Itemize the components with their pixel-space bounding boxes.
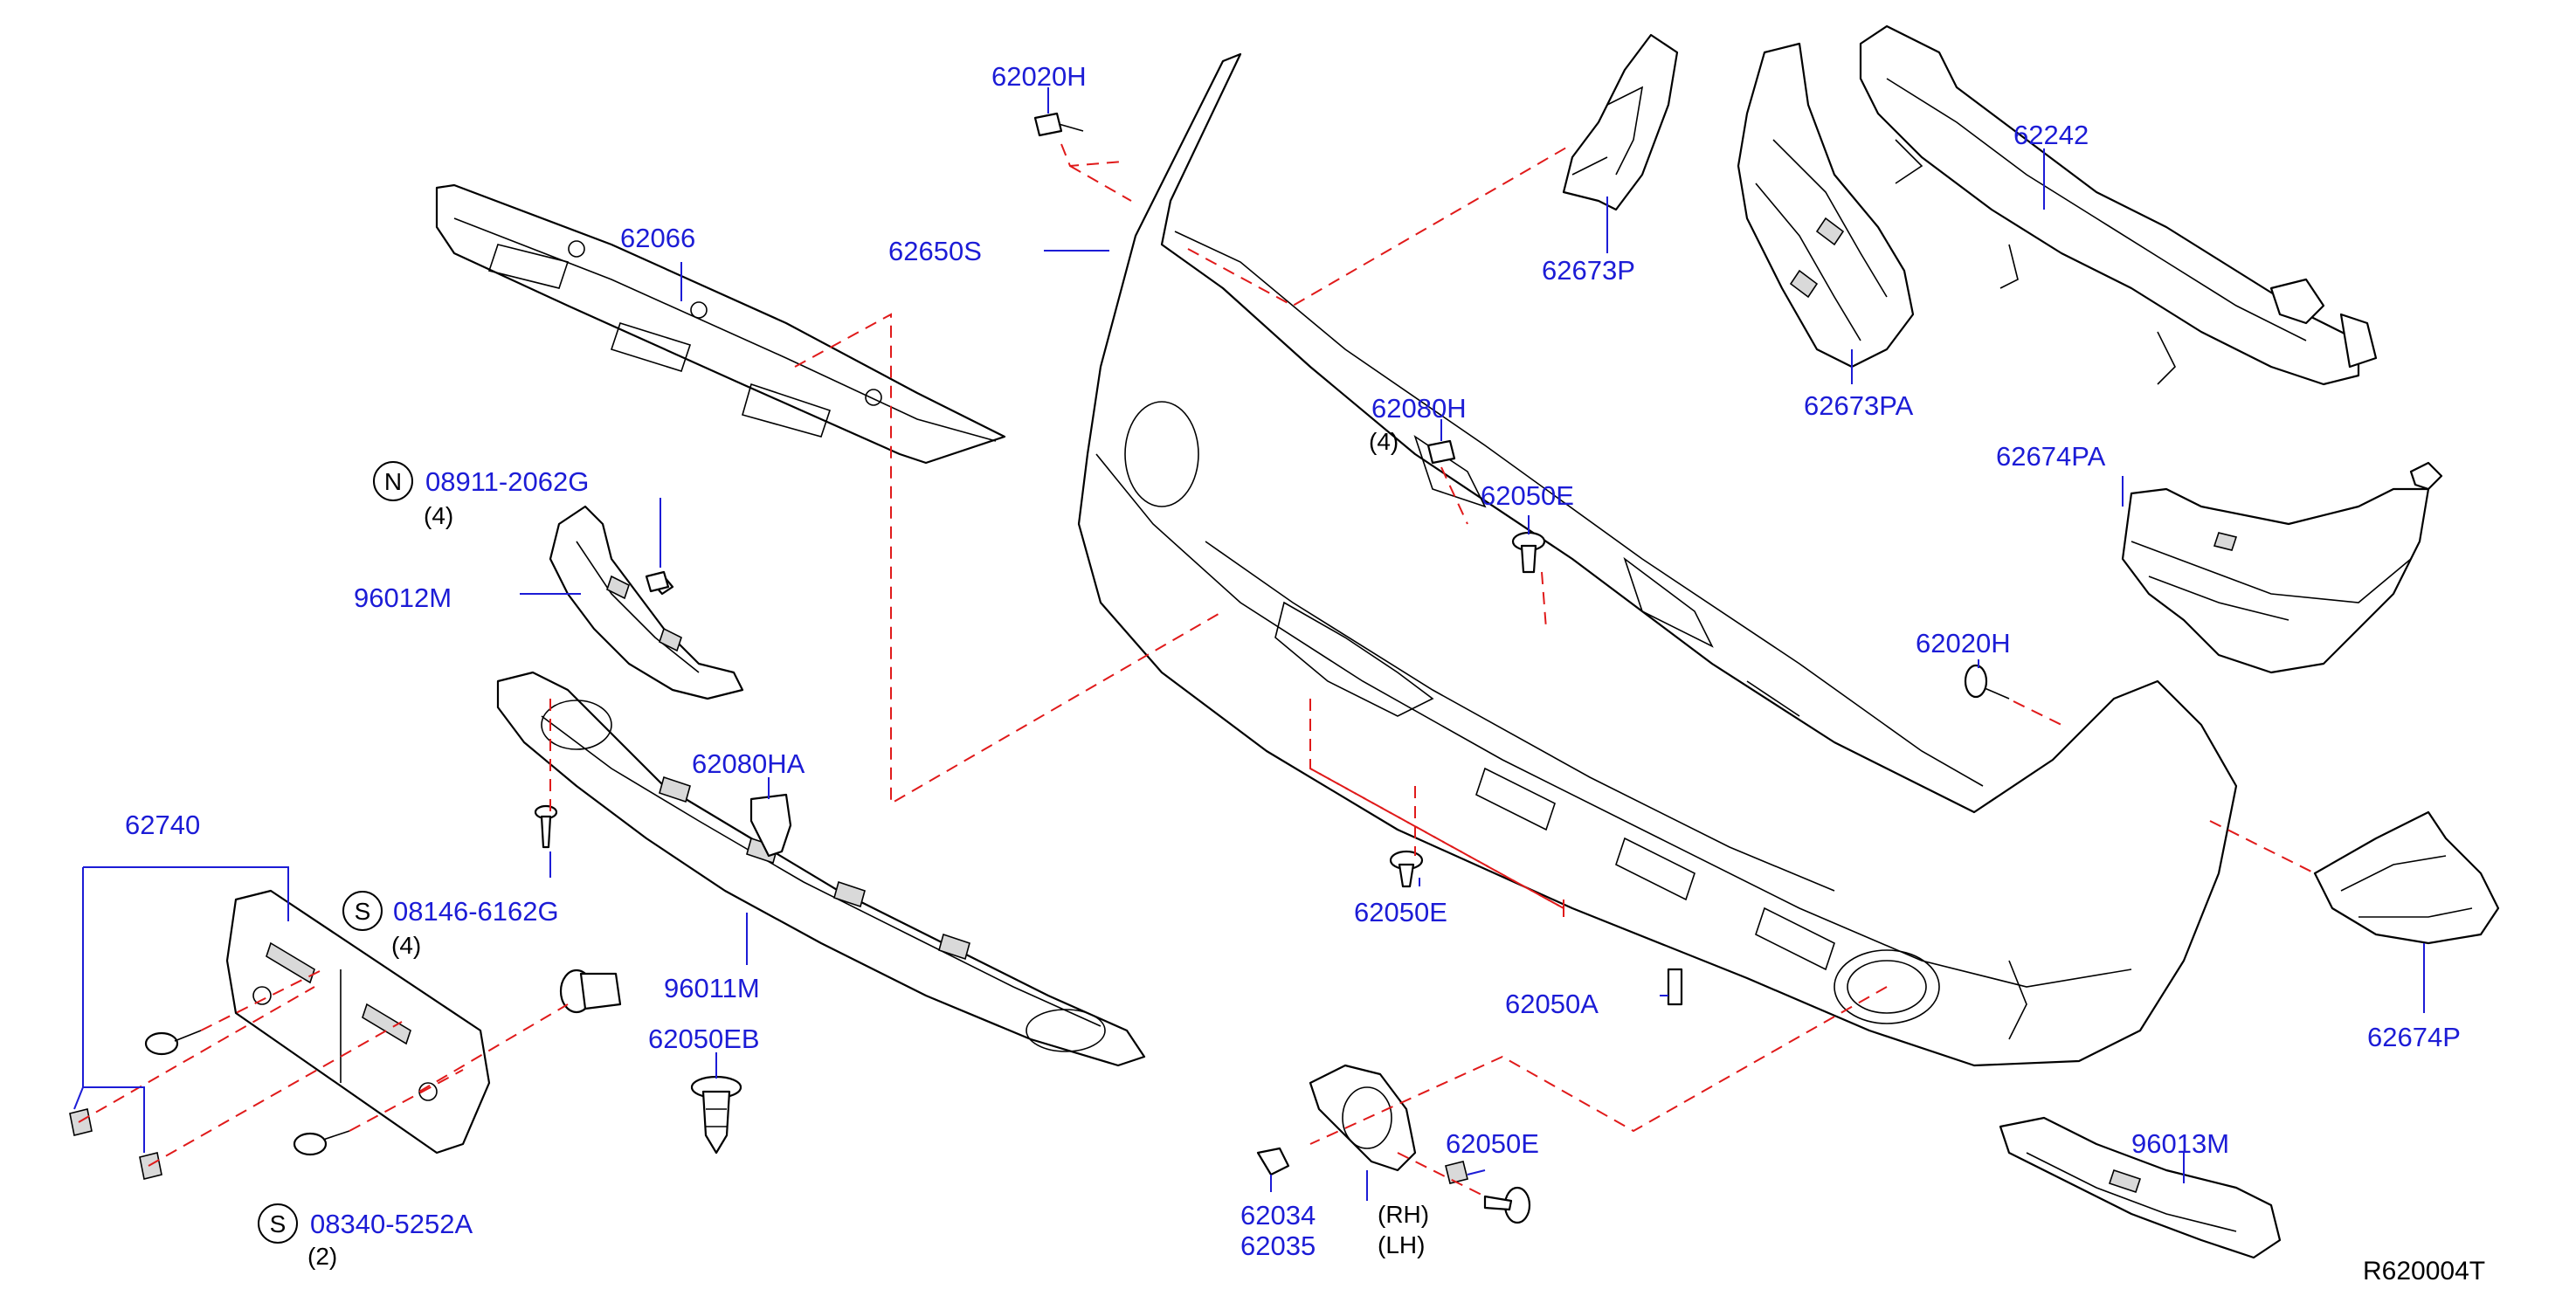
- label-96013m: 96013M: [2131, 1128, 2229, 1159]
- badge-s-08340: S: [258, 1203, 298, 1244]
- badge-s-08146: S: [342, 891, 383, 931]
- fastener-bolt-62020h-top: [1033, 112, 1084, 137]
- label-62674p: 62674P: [2367, 1022, 2461, 1052]
- badge-n-letter: N: [384, 468, 402, 495]
- fastener-screw-08146: [534, 804, 558, 849]
- fastener-clip-62050e-mid: [1389, 850, 1424, 888]
- label-62020h-top: 62020H: [991, 61, 1087, 92]
- fastener-clip-62080ha: [749, 793, 792, 858]
- label-62673p: 62673P: [1542, 255, 1635, 286]
- fastener-clip-62080h: [1426, 439, 1456, 465]
- label-62034: 62034: [1240, 1200, 1316, 1231]
- fastener-clip-62050e-bottom: [1483, 1186, 1531, 1224]
- fastener-nut-left-2: [139, 1152, 162, 1180]
- bumper-trim-strip-62066: [435, 183, 1006, 465]
- diagram-reference-code: R620004T: [2363, 1257, 2485, 1286]
- label-62035: 62035: [1240, 1231, 1316, 1261]
- assembly-dashed-lines: [78, 143, 2316, 1197]
- label-08146: 08146-6162G: [393, 896, 559, 927]
- fastener-screw-left-2: [293, 1130, 350, 1156]
- label-62650s: 62650S: [888, 236, 982, 266]
- fastener-grommet-62740: [559, 969, 622, 1014]
- fastener-nut-left-1: [69, 1108, 93, 1136]
- side-bracket-62674pa: [2121, 461, 2443, 674]
- label-62242: 62242: [2013, 120, 2089, 150]
- label-62020h-right: 62020H: [1916, 628, 2011, 658]
- badge-n: N: [373, 461, 413, 501]
- lower-bracket-96013m: [1999, 1116, 2282, 1259]
- qty-08911: (4): [424, 502, 453, 529]
- lower-bracket-96011m: [496, 671, 1146, 1067]
- label-62674pa: 62674PA: [1996, 441, 2106, 472]
- qty-08340: (2): [307, 1243, 337, 1270]
- qty-08146: (4): [391, 932, 421, 959]
- fog-lamp-bracket-62034: [1256, 1064, 1417, 1176]
- label-08911: 08911-2062G: [425, 466, 589, 497]
- label-62050eb: 62050EB: [648, 1024, 760, 1054]
- fastener-screw-left-1: [144, 1030, 202, 1056]
- qty-62080h: (4): [1369, 428, 1398, 455]
- label-lh: (LH): [1378, 1231, 1425, 1258]
- bracket-96012m: [549, 505, 744, 700]
- license-bracket-62740: [225, 889, 491, 1155]
- label-62740: 62740: [125, 810, 200, 840]
- label-62080h: 62080H: [1371, 393, 1467, 424]
- fastener-bolt-62050a: [1667, 968, 1683, 1006]
- fastener-clip-lamp: [1445, 1161, 1468, 1184]
- label-96011m: 96011M: [664, 973, 760, 1003]
- label-08340: 08340-5252A: [310, 1209, 473, 1239]
- label-62080ha: 62080HA: [692, 748, 805, 779]
- label-62050e-bottom: 62050E: [1446, 1128, 1539, 1159]
- badge-s-08340-letter: S: [270, 1210, 287, 1237]
- label-62050e-top: 62050E: [1481, 480, 1574, 511]
- fastener-clip-62050eb: [690, 1075, 742, 1155]
- part-labels: 62020H 62650S 62066 62673P 62673PA 62242…: [125, 61, 2485, 1286]
- label-62050a: 62050A: [1505, 989, 1599, 1019]
- badge-s-08146-letter: S: [355, 898, 371, 925]
- leader-lines: [73, 87, 2425, 1201]
- fastener-bolt-62020h-right: [1964, 664, 2010, 700]
- fastener-nut-08911: [645, 570, 670, 593]
- upper-bracket-62673p: [1562, 33, 1679, 211]
- side-bracket-62673pa: [1737, 42, 1915, 369]
- side-bracket-62674p: [2313, 810, 2500, 945]
- label-62673pa: 62673PA: [1804, 390, 1914, 421]
- label-62050e-mid: 62050E: [1354, 897, 1447, 927]
- label-96012m: 96012M: [354, 583, 452, 613]
- label-62066: 62066: [620, 223, 695, 253]
- reinforcement-beam-62242: [1859, 24, 2378, 386]
- label-rh: (RH): [1378, 1201, 1429, 1228]
